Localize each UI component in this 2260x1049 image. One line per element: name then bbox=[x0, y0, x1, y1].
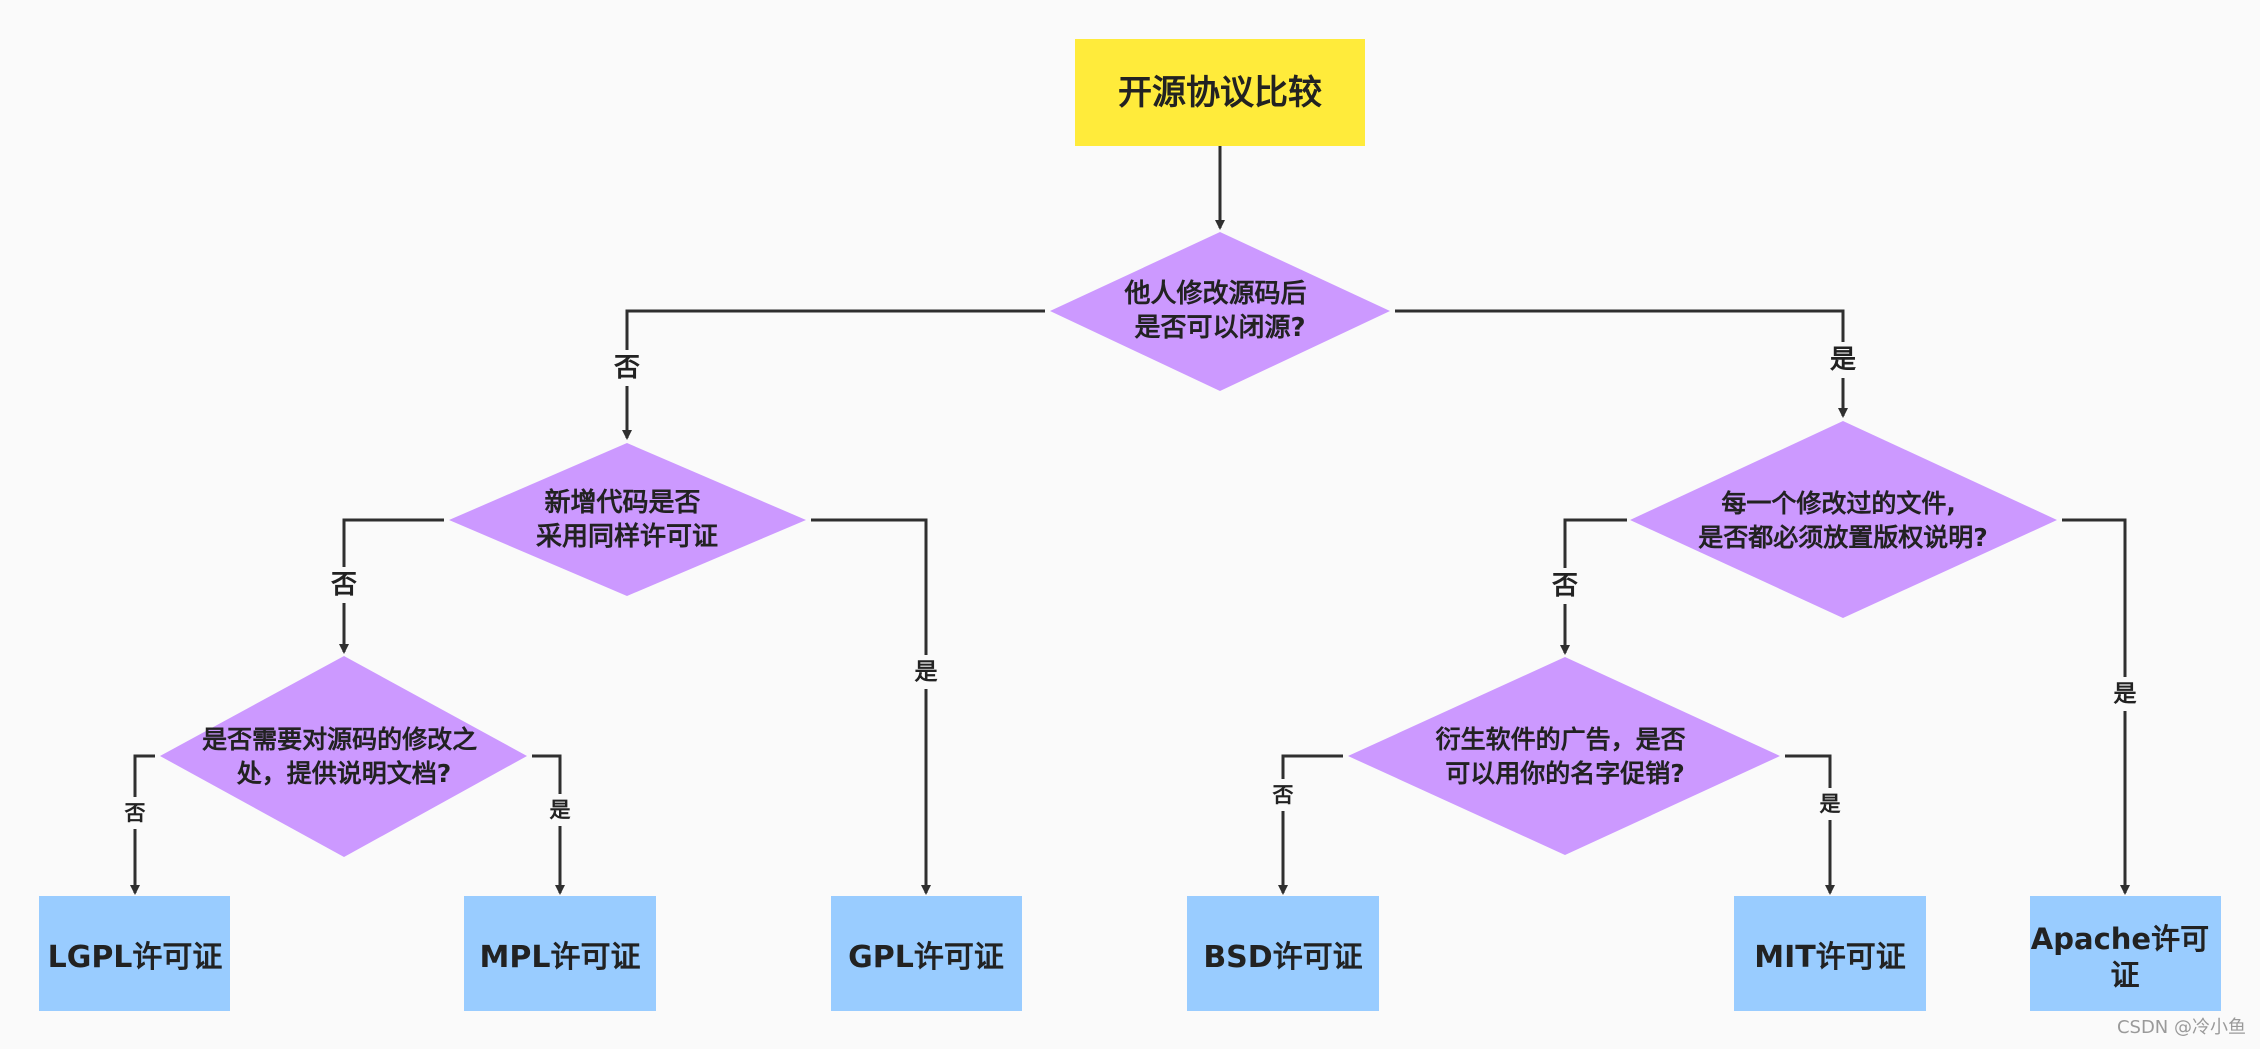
edge-label-q3-yes: 是 bbox=[2114, 681, 2137, 707]
decision-diamond bbox=[1630, 421, 2057, 618]
decision-q5-label: 衍生软件的广告，是否 可以用你的名字促销? bbox=[1436, 725, 1695, 788]
edge-q1-yes-to-q3 bbox=[1395, 309, 1848, 418]
decision-q4: 是否需要对源码的修改之 处，提供说明文档? bbox=[160, 656, 527, 857]
decision-diamond bbox=[160, 656, 527, 857]
edge-labels: 否 是 否 是 否 是 否 是 否 是 bbox=[121, 342, 2140, 829]
decision-q3: 每一个修改过的文件, 是否都必须放置版权说明? bbox=[1630, 421, 2057, 618]
result-mpl-line-1: MPL许可证 bbox=[480, 940, 641, 975]
decision-q5-line-2: 可以用你的名字促销? bbox=[1445, 759, 1685, 788]
decision-q2-line-1: 新增代码是否 bbox=[544, 487, 700, 518]
result-mpl: MPL许可证 bbox=[464, 896, 656, 1011]
result-mit-line-1: MIT许可证 bbox=[1754, 940, 1905, 975]
result-box bbox=[1734, 896, 1926, 1011]
result-box bbox=[2030, 896, 2221, 1011]
title-node: 开源协议比较 bbox=[1075, 39, 1365, 146]
decision-q5-line-1: 衍生软件的广告，是否 bbox=[1436, 725, 1686, 754]
result-apache-label: Apache许可 证 bbox=[2031, 922, 2219, 992]
decision-q1-label: 他人修改源码后 是否可以闭源? bbox=[1123, 278, 1315, 343]
edge-label-q5-yes: 是 bbox=[1820, 792, 1841, 816]
edge-q5-yes-to-mit bbox=[1785, 754, 1835, 895]
decision-q4-line-2: 处，提供说明文档? bbox=[236, 759, 452, 788]
decision-q1: 他人修改源码后 是否可以闭源? bbox=[1050, 232, 1390, 391]
decision-q5: 衍生软件的广告，是否 可以用你的名字促销? bbox=[1348, 657, 1780, 855]
edge-q2-no-to-q4 bbox=[339, 518, 444, 654]
decision-q2: 新增代码是否 采用同样许可证 bbox=[449, 443, 806, 596]
result-apache: Apache许可 证 bbox=[2030, 896, 2221, 1011]
decision-q3-line-2: 是否都必须放置版权说明? bbox=[1698, 523, 1988, 552]
edge-label-q1-no: 否 bbox=[614, 353, 640, 383]
edge-label-q4-no: 否 bbox=[125, 801, 146, 825]
result-lgpl-line-1: LGPL许可证 bbox=[48, 940, 223, 975]
edge-q3-no-to-q5 bbox=[1560, 518, 1627, 655]
title-box bbox=[1075, 39, 1365, 146]
decision-diamond bbox=[449, 443, 806, 596]
edge-q4-yes-to-mpl bbox=[532, 754, 565, 895]
decision-q3-line-1: 每一个修改过的文件, bbox=[1721, 489, 1956, 518]
edge-label-q3-no: 否 bbox=[1552, 571, 1578, 601]
result-gpl-label: GPL许可证 bbox=[848, 940, 1004, 975]
edge-q5-no-to-bsd bbox=[1278, 754, 1343, 895]
result-box bbox=[39, 896, 230, 1011]
result-lgpl-label: LGPL许可证 bbox=[48, 940, 223, 975]
edge-label-q2-yes: 是 bbox=[915, 659, 938, 685]
decision-q4-line-1: 是否需要对源码的修改之 bbox=[202, 725, 477, 754]
result-apache-line-2: 证 bbox=[2110, 958, 2139, 992]
edge-label-q1-yes: 是 bbox=[1830, 345, 1856, 375]
edge-label-q5-no: 否 bbox=[1273, 783, 1294, 807]
result-mpl-label: MPL许可证 bbox=[480, 940, 641, 975]
decision-q1-line-2: 是否可以闭源? bbox=[1134, 313, 1305, 343]
result-bsd-label: BSD许可证 bbox=[1203, 940, 1362, 975]
decision-diamond bbox=[1348, 657, 1780, 855]
watermark: CSDN @冷小鱼 bbox=[2116, 1017, 2246, 1038]
result-apache-line-1: Apache许可 bbox=[2031, 922, 2209, 956]
edge-label-q4-yes: 是 bbox=[550, 798, 571, 822]
edge-q4-no-to-lgpl bbox=[130, 754, 155, 895]
edges bbox=[130, 146, 2130, 895]
result-bsd: BSD许可证 bbox=[1187, 896, 1379, 1011]
edge-q3-yes-to-apache bbox=[2062, 518, 2130, 895]
decision-q4-label: 是否需要对源码的修改之 处，提供说明文档? bbox=[202, 725, 486, 788]
result-box bbox=[1187, 896, 1379, 1011]
result-mit-label: MIT许可证 bbox=[1754, 940, 1905, 975]
edge-q2-yes-to-gpl bbox=[811, 518, 931, 895]
result-box bbox=[464, 896, 656, 1011]
result-box bbox=[831, 896, 1022, 1011]
result-bsd-line-1: BSD许可证 bbox=[1203, 940, 1362, 975]
result-gpl: GPL许可证 bbox=[831, 896, 1022, 1011]
title-label: 开源协议比较 bbox=[1118, 73, 1322, 113]
result-lgpl: LGPL许可证 bbox=[39, 896, 230, 1011]
edge-label-q2-no: 否 bbox=[331, 570, 357, 600]
decision-q2-label: 新增代码是否 采用同样许可证 bbox=[536, 487, 718, 552]
result-gpl-line-1: GPL许可证 bbox=[848, 940, 1004, 975]
edge-q1-no-to-q2 bbox=[622, 309, 1045, 440]
decision-diamond bbox=[1050, 232, 1390, 391]
decision-q1-line-1: 他人修改源码后 bbox=[1123, 278, 1306, 309]
result-mit: MIT许可证 bbox=[1734, 896, 1926, 1011]
decision-q3-label: 每一个修改过的文件, 是否都必须放置版权说明? bbox=[1698, 489, 1988, 552]
decision-q2-line-2: 采用同样许可证 bbox=[536, 521, 718, 552]
